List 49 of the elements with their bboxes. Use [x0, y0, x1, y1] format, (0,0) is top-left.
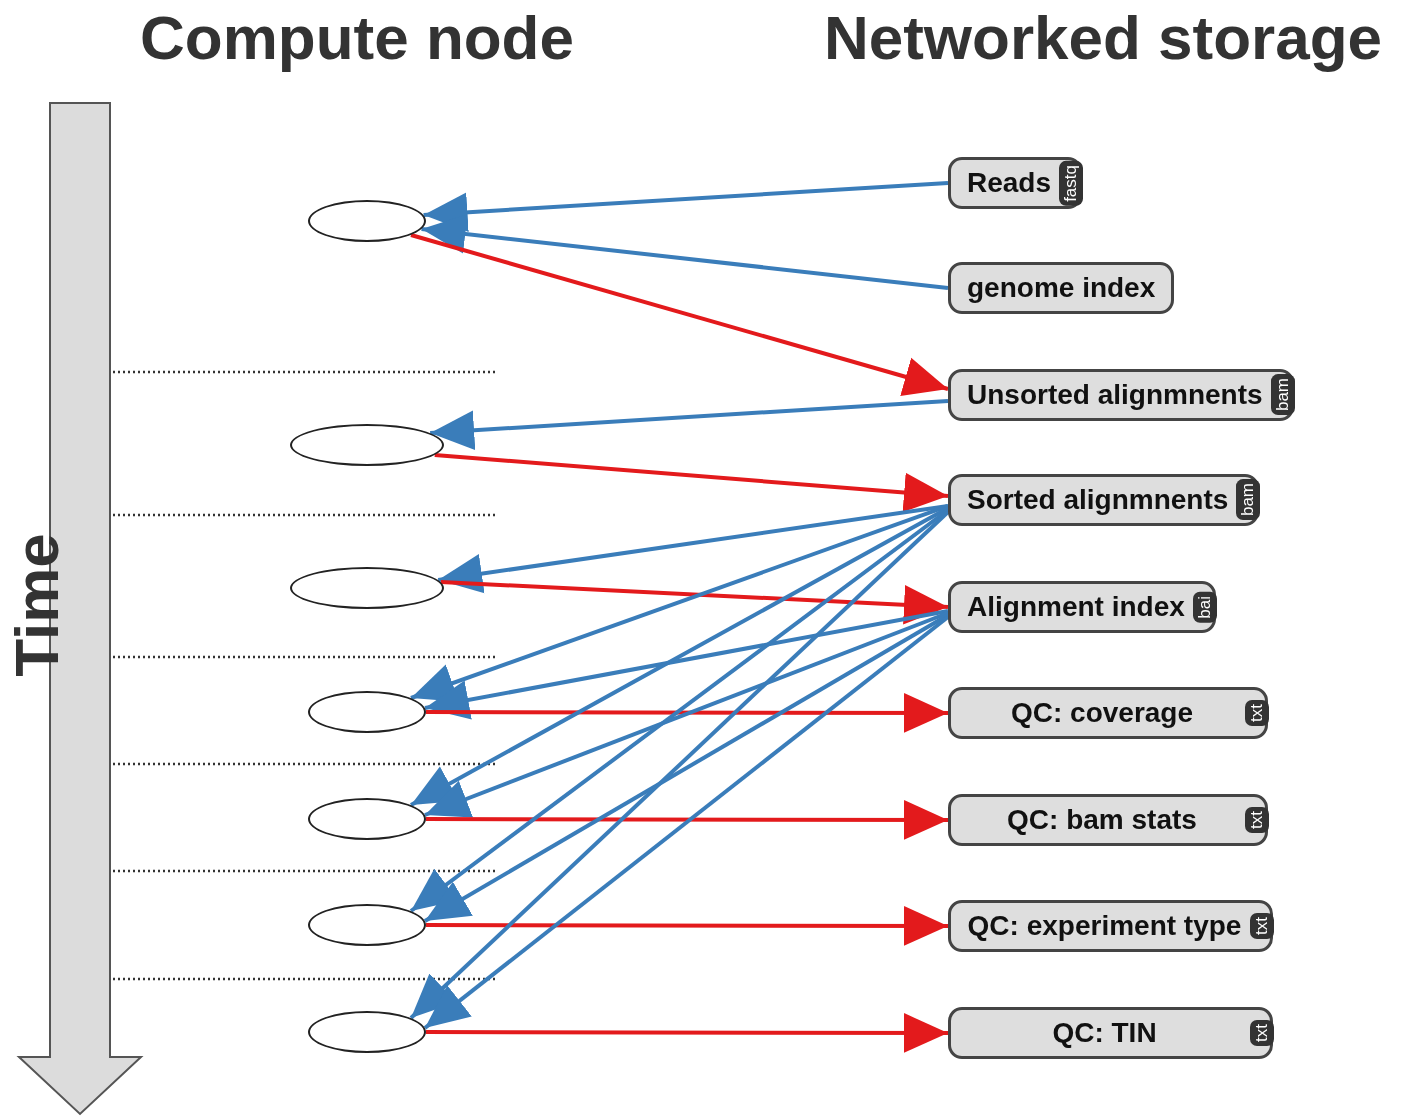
- arrow: [423, 613, 949, 923]
- column-heading: Compute node: [140, 2, 574, 73]
- arrow: [426, 1013, 948, 1053]
- file-label: QC: bam stats: [1006, 804, 1198, 836]
- arrow: [410, 233, 949, 396]
- arrow: [424, 611, 949, 818]
- axis-label: Time: [0, 533, 72, 677]
- format-tag: txt: [1245, 807, 1269, 833]
- tool-ellipse: [308, 1011, 426, 1053]
- column-heading: Networked storage: [823, 2, 1383, 73]
- file-label: Alignment index: [967, 591, 1185, 623]
- tool-ellipse: [290, 424, 444, 466]
- file-label: Sorted alignmnents: [967, 484, 1229, 516]
- arrow: [434, 453, 949, 513]
- format-tag: txt: [1250, 913, 1274, 939]
- file-label: QC: TIN: [1051, 1017, 1158, 1049]
- file-label: QC: experiment type: [967, 910, 1242, 942]
- arrow: [424, 609, 949, 720]
- format-tag: bam: [1270, 374, 1295, 416]
- file-box: [948, 794, 1268, 846]
- file-box: [948, 157, 1083, 209]
- arrow: [409, 510, 950, 1020]
- arrow: [410, 506, 949, 807]
- format-tag: fastq: [1059, 160, 1084, 206]
- format-tag: bam: [1236, 479, 1261, 521]
- arrow: [423, 181, 949, 233]
- file-label: genome index: [967, 272, 1156, 304]
- file-box: [948, 581, 1216, 633]
- arrow: [426, 693, 948, 733]
- format-tag: txt: [1250, 1020, 1274, 1046]
- file-box: [948, 687, 1268, 739]
- format-tag: bai: [1192, 591, 1217, 623]
- file-box: [948, 262, 1175, 314]
- file-label: Reads: [967, 167, 1052, 199]
- arrow: [423, 615, 950, 1030]
- arrow: [437, 504, 949, 594]
- file-label: QC: coverage: [1009, 697, 1195, 729]
- file-box: [948, 474, 1260, 526]
- arrow: [430, 399, 949, 451]
- tool-ellipse: [308, 200, 426, 242]
- arrow: [426, 800, 948, 840]
- arrow: [426, 906, 948, 946]
- file-label: Unsorted alignmnents: [967, 379, 1263, 411]
- arrow: [410, 504, 949, 702]
- format-tag: txt: [1245, 700, 1269, 726]
- file-box: [948, 369, 1294, 421]
- tool-ellipse: [308, 904, 426, 946]
- file-box: [948, 1007, 1273, 1059]
- file-box: [948, 900, 1273, 952]
